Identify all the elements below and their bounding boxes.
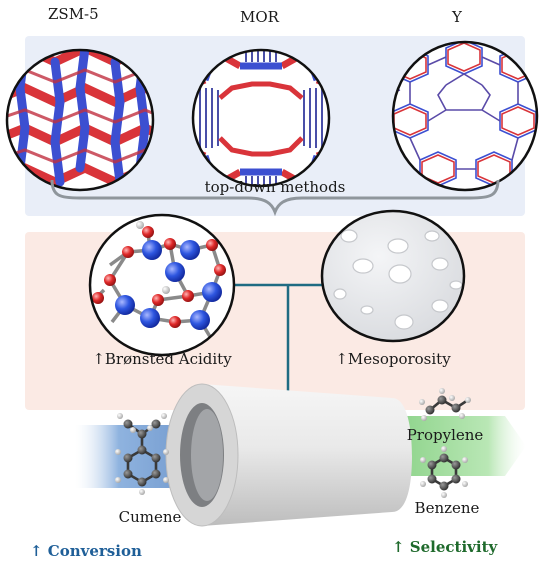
top-down-methods-label: top-down methods (205, 178, 346, 196)
propylene-label: Propylene (407, 426, 484, 444)
catalyst-tube (165, 383, 412, 527)
bronsted-acidity-label: ↑Brønsted Acidity (92, 350, 232, 368)
cumene-label: Cumene (119, 508, 182, 526)
outflow-arrow (400, 416, 526, 476)
zsm5-label: ZSM-5 (48, 5, 99, 23)
mesoporosity-illustration (320, 209, 466, 343)
y-label: Y (451, 8, 463, 26)
cumene-molecule (115, 413, 169, 495)
conversion-label: ↑ Conversion (30, 542, 142, 560)
propylene-molecule (419, 388, 471, 421)
benzene-molecule (420, 446, 468, 498)
benzene-label: Benzene (415, 499, 480, 517)
bronsted-acidity-illustration (88, 213, 236, 357)
top-down-brace (50, 179, 500, 217)
property-connector (234, 283, 322, 392)
mesoporosity-label: ↑Mesoporosity (335, 350, 451, 368)
mor-label: MOR (240, 8, 280, 26)
selectivity-label: ↑ Selectivity (392, 538, 499, 556)
